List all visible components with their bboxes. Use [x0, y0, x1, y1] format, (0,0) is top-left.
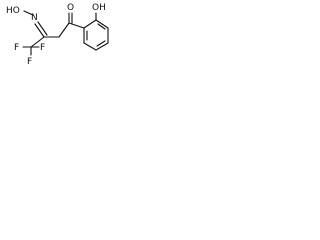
phenol-oh-label: OH — [92, 3, 106, 13]
fluorine-bottom-label: F — [27, 57, 32, 67]
bond-c-n-1 — [34, 23, 45, 38]
ring-bond-4 — [95, 42, 109, 51]
bond-skeleton — [22, 10, 109, 56]
bond-ch2-co — [58, 22, 70, 38]
ring-bond-1 — [83, 19, 97, 29]
oxime-n-label: N — [31, 13, 38, 23]
bond-co-ring — [68, 22, 85, 29]
ring-bond-5 — [83, 42, 97, 51]
oxime-ho-label: HO — [6, 6, 20, 16]
bond-cf3-c — [30, 36, 45, 48]
bond-n-o — [23, 10, 34, 16]
ring-double-2 — [96, 40, 106, 47]
fluorine-right-label: F — [40, 43, 45, 53]
ketone-o-label: O — [67, 3, 74, 13]
bond-c-n-2 — [37, 21, 48, 36]
fluorine-left-label: F — [14, 43, 19, 53]
ring-bond-2 — [95, 19, 109, 29]
chemical-structure: HO N OH O F F F — [6, 3, 109, 67]
ring-double-1 — [97, 23, 106, 30]
